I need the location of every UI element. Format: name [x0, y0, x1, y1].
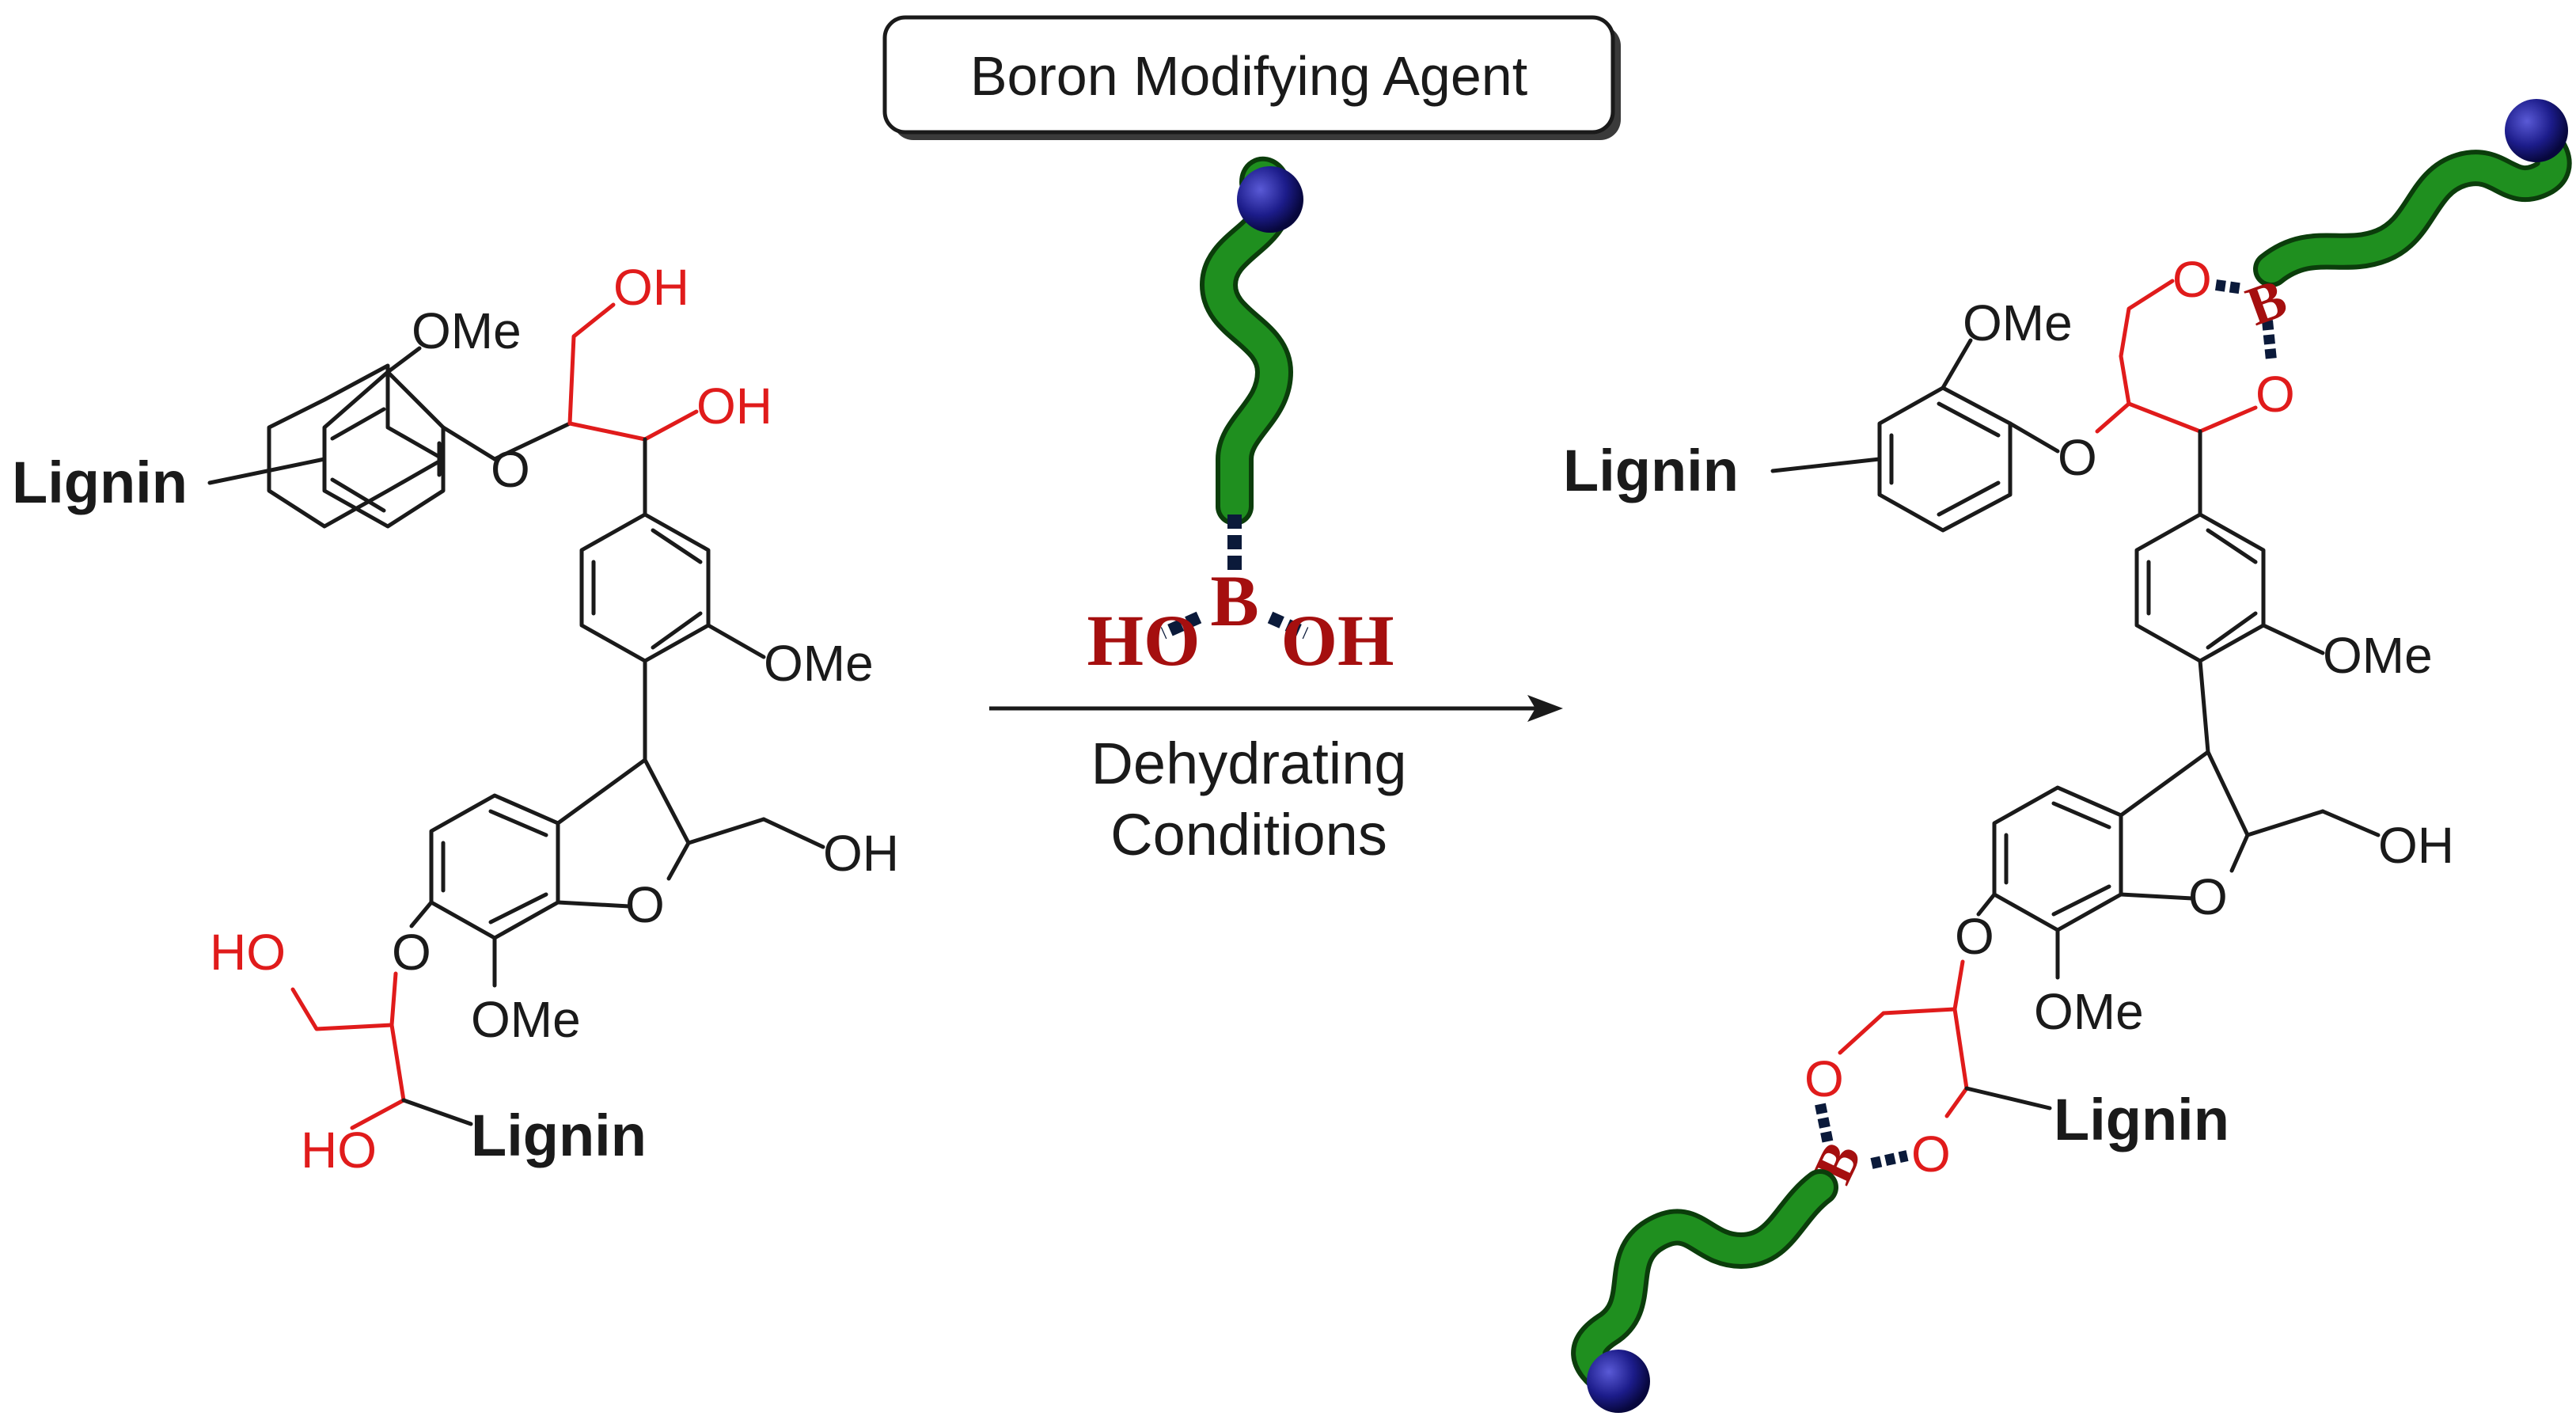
right-ring-b — [2134, 512, 2266, 663]
left-oh-primary: OH — [613, 259, 689, 316]
right-lignin-top: Lignin — [1563, 438, 1739, 503]
left-ho-secondary: HO — [301, 1122, 377, 1179]
right-o-ether-bottom: O — [1955, 908, 1994, 965]
left-ring-a — [267, 363, 446, 529]
right-lignin-bottom: Lignin — [2054, 1087, 2229, 1152]
bottom-polymer-cap-ball — [1587, 1350, 1650, 1413]
right-o-ester-4: O — [1911, 1126, 1951, 1183]
left-o-ether-top: O — [491, 441, 530, 498]
right-lignin-structure: O O B OMe O Lignin OMe — [1563, 99, 2572, 1413]
right-oh-side: OH — [2378, 817, 2454, 874]
left-ring-b — [579, 512, 711, 663]
reagent-ho: HO — [1087, 600, 1200, 681]
right-o-ester-1: O — [2172, 251, 2212, 308]
left-ome-top: OMe — [412, 302, 522, 359]
left-lignin-top: Lignin — [12, 450, 188, 515]
right-ome-bottom: OMe — [2034, 983, 2144, 1040]
right-o-ring: O — [2188, 868, 2228, 925]
left-oh-side: OH — [823, 825, 899, 882]
agent-box: Boron Modifying Agent — [882, 15, 1621, 140]
left-ome-bottom: OMe — [471, 991, 581, 1048]
left-ho-primary: HO — [210, 924, 286, 981]
reagent-boron: B — [1210, 560, 1258, 641]
right-benzofuran — [1992, 750, 2381, 932]
left-ome-mid: OMe — [764, 635, 874, 692]
top-polymer-cap-ball — [2505, 99, 2568, 162]
reagent-oh: OH — [1280, 600, 1394, 681]
left-o-ether-bottom: O — [392, 924, 431, 981]
agent-label: Boron Modifying Agent — [970, 45, 1527, 107]
right-ome-top: OMe — [1963, 294, 2073, 351]
conditions-line2: Conditions — [1110, 802, 1387, 868]
right-o-ester-3: O — [1804, 1050, 1844, 1107]
right-ome-mid: OMe — [2323, 627, 2433, 684]
boronic-acid-reagent: B HO OH — [1087, 157, 1394, 681]
reaction-arrow — [989, 695, 1563, 722]
left-lignin-bottom: Lignin — [471, 1103, 647, 1168]
right-ring-a — [1877, 385, 2013, 533]
left-oh-secondary: OH — [696, 378, 772, 435]
polymer-cap-ball — [1237, 166, 1303, 233]
right-o-ester-2: O — [2255, 366, 2295, 423]
left-o-ring: O — [625, 876, 665, 933]
right-o-ether-top: O — [2058, 429, 2097, 486]
left-lignin-structure: OMe O Lignin OH OH OMe O OH O — [12, 259, 899, 1179]
conditions-line1: Dehydrating — [1091, 731, 1406, 796]
